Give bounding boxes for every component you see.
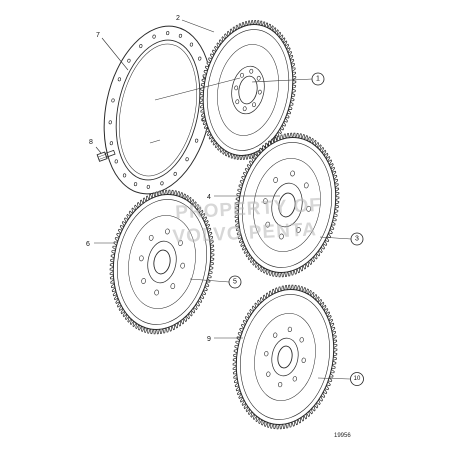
flywheel-bottom (232, 284, 338, 430)
callout-1: 1 (311, 72, 325, 86)
bolt-holes (234, 68, 262, 112)
label-part-9: 9 (207, 336, 211, 343)
flywheel-middle (234, 132, 340, 278)
callout-3-text: 3 (355, 236, 359, 243)
flywheel-top (199, 20, 297, 160)
callout-1-text: 1 (316, 76, 320, 83)
label-part-2: 2 (176, 15, 180, 22)
drawing-reference-number: 19956 (334, 433, 351, 439)
callout-5: 5 (228, 275, 242, 289)
bolt-holes (138, 228, 186, 296)
label-part-6: 6 (86, 241, 90, 248)
label-part-8: 8 (89, 139, 93, 146)
leader-lines (94, 19, 352, 380)
bolt-holes (263, 170, 311, 240)
flywheel-left (109, 189, 215, 335)
screw-part (96, 149, 116, 162)
callout-10-text: 10 (354, 376, 361, 382)
callout-10: 10 (350, 372, 364, 386)
label-part-4: 4 (207, 194, 211, 201)
callout-5-text: 5 (233, 279, 237, 286)
callout-3: 3 (350, 232, 364, 246)
bolt-holes (264, 326, 306, 388)
label-part-7: 7 (96, 32, 100, 39)
